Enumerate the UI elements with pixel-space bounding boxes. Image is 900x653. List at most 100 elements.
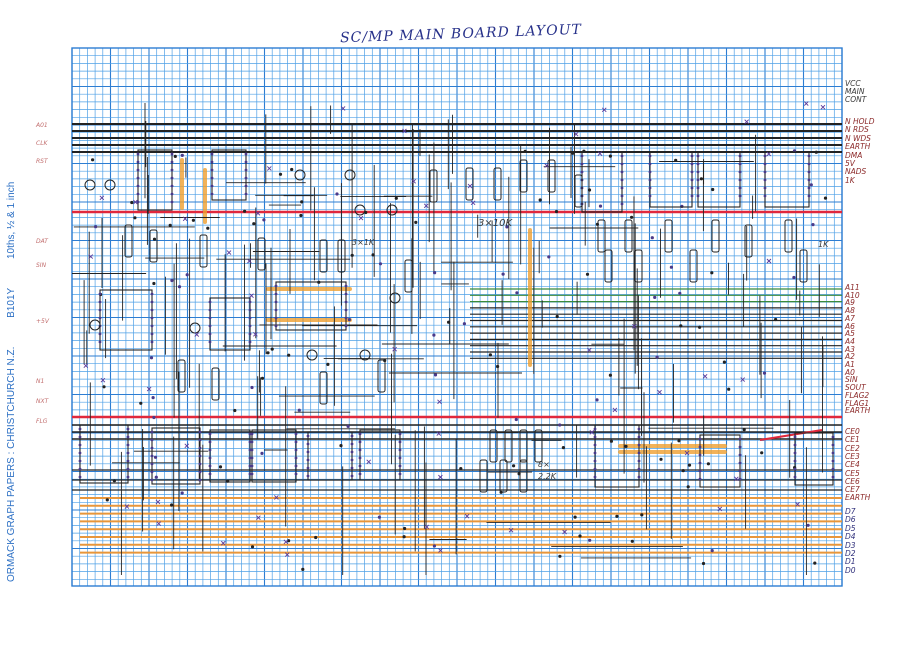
x-mark — [274, 495, 279, 500]
left-margin-note: DAT — [36, 238, 48, 245]
x-mark — [366, 459, 372, 465]
x-mark — [467, 183, 473, 189]
label-address-line: EARTH — [845, 406, 871, 416]
note-3x10k: 3×10K — [478, 218, 513, 229]
solder-junction — [701, 561, 706, 566]
paper-brand: ORMACK GRAPH PAPERS : CHRISTCHURCH N.Z. — [6, 346, 17, 582]
solder-junction — [233, 408, 237, 413]
solder-junction — [505, 225, 509, 229]
solder-junction — [573, 515, 577, 519]
label-address-line: A11 — [845, 283, 860, 292]
ic-chip — [136, 149, 174, 211]
solder-junction — [538, 198, 542, 202]
solder-junction — [488, 353, 492, 357]
x-mark — [220, 540, 226, 546]
x-mark — [586, 347, 592, 353]
label-data-line: D1 — [845, 557, 856, 567]
solder-junction — [252, 222, 256, 226]
solder-junction — [433, 373, 438, 377]
solder-junction — [250, 545, 255, 549]
solder-junction — [260, 451, 264, 455]
solder-junction — [243, 209, 247, 213]
x-mark — [266, 166, 272, 171]
note-1k: 1K — [818, 240, 829, 249]
solder-junction — [699, 177, 704, 181]
x-mark — [340, 106, 346, 111]
x-mark — [100, 377, 106, 383]
ic-chip — [150, 427, 202, 485]
x-mark — [436, 431, 442, 436]
label-chip-enable: CE2 — [845, 443, 860, 453]
solder-junction — [558, 423, 562, 427]
label-power: VCC — [845, 79, 861, 88]
label-chip-enable: CE7 — [845, 485, 860, 495]
label-address-line: A1 — [845, 360, 855, 369]
solder-junction — [371, 253, 375, 257]
ic-chip — [593, 424, 641, 488]
x-mark — [544, 163, 549, 168]
label-chip-enable: CE5 — [845, 468, 860, 478]
x-mark — [99, 195, 105, 201]
x-mark — [597, 151, 603, 156]
solder-junction — [677, 439, 681, 443]
note-3x1k: 3×1K — [352, 238, 375, 247]
solder-junction — [640, 513, 644, 517]
x-mark — [249, 293, 254, 299]
x-mark — [392, 346, 397, 352]
solder-junction — [152, 237, 157, 241]
left-margin-note: N1 — [36, 378, 45, 385]
solder-junction — [105, 498, 109, 502]
left-margin-note: NXT — [36, 398, 49, 405]
resistor — [547, 159, 556, 193]
x-mark — [734, 476, 739, 482]
label-data-line: D2 — [845, 549, 856, 558]
solder-junction — [250, 385, 254, 390]
solder-junction — [266, 351, 270, 355]
x-mark — [226, 250, 232, 255]
solder-junction — [523, 149, 527, 153]
solder-junction — [152, 415, 156, 420]
x-mark — [684, 450, 690, 456]
left-margin-note: RST — [36, 158, 48, 165]
solder-junction — [811, 223, 815, 227]
x-mark — [744, 119, 749, 125]
left-margin-note: FLG — [36, 418, 48, 425]
solder-junction — [173, 154, 177, 158]
label-chip-enable: CE0 — [845, 427, 860, 436]
x-mark — [601, 107, 607, 113]
label-address-line: SOUT — [845, 383, 866, 393]
solder-junction — [555, 314, 559, 319]
x-mark — [424, 524, 430, 530]
x-mark — [255, 210, 261, 216]
solder-junction — [722, 360, 727, 364]
x-mark — [402, 128, 407, 134]
ic-chip — [763, 151, 811, 208]
x-mark — [803, 101, 809, 106]
solder-junction — [94, 225, 98, 229]
label-chip-enable: EARTH — [845, 493, 871, 503]
x-mark — [470, 200, 476, 206]
resistor — [597, 219, 606, 253]
solder-junction — [774, 317, 778, 322]
label-address-line: A8 — [845, 306, 855, 316]
x-mark — [589, 429, 595, 435]
x-mark — [358, 215, 364, 221]
solder-junction — [218, 465, 223, 469]
x-mark — [194, 332, 200, 337]
solder-junction — [609, 439, 614, 443]
solder-junction — [655, 355, 659, 359]
resistor — [319, 371, 328, 405]
note-8x: 8× — [538, 460, 550, 469]
x-mark — [184, 443, 190, 449]
solder-junction — [347, 318, 351, 322]
label-power: CONT — [845, 95, 867, 104]
resistor — [149, 229, 158, 263]
label-control-signal: NADS — [845, 167, 867, 177]
label-control-signal: 1K — [845, 175, 855, 185]
solder-junction — [151, 396, 155, 400]
solder-junction — [598, 204, 603, 208]
x-mark — [253, 331, 258, 337]
solder-junction — [149, 356, 154, 360]
x-mark — [423, 203, 429, 209]
paper-code: B101Y — [6, 287, 17, 318]
